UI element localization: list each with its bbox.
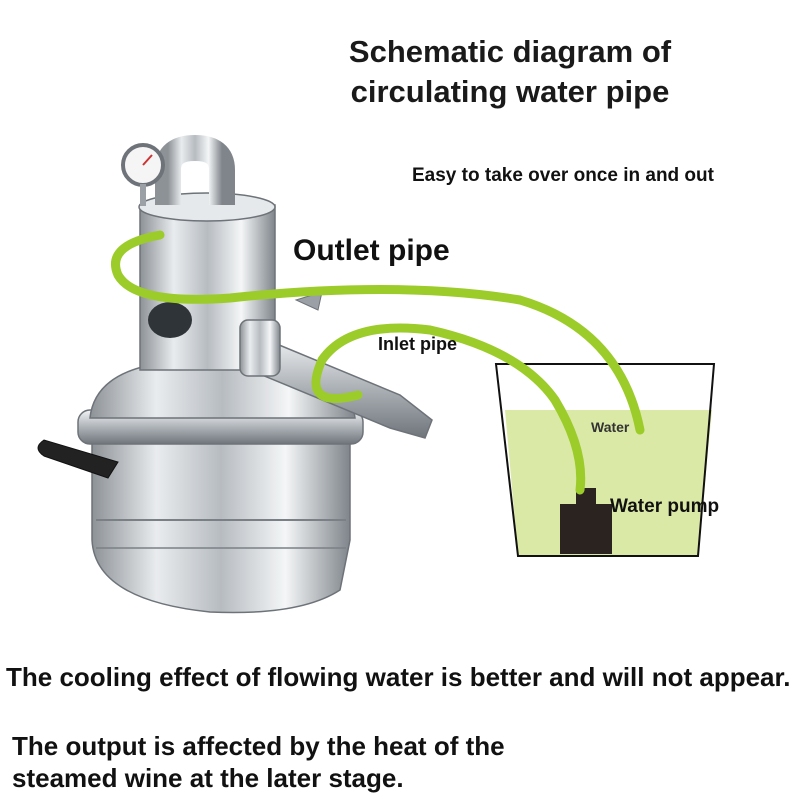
water-pump (560, 504, 612, 554)
inlet-pipe (311, 323, 586, 495)
thermometer-stem (140, 184, 146, 206)
diagram-title: Schematic diagram of circulating water p… (348, 34, 672, 109)
distiller-still (37, 134, 433, 614)
sight-window (148, 302, 192, 338)
water-label: Water (591, 419, 630, 435)
pot-handle (37, 439, 119, 479)
goose-neck-pipe (155, 134, 235, 205)
water-bucket (494, 363, 716, 557)
water-fill (505, 410, 712, 555)
outlet-pipe (111, 230, 645, 435)
thermometer-needle (142, 154, 153, 166)
water-pump-label: Water pump (610, 496, 720, 517)
note-cooling-effect: The cooling effect of flowing water is b… (6, 662, 791, 692)
note-output-heat: The output is affected by the heat of th… (12, 731, 505, 793)
outlet-pipe-label: Outlet pipe (293, 234, 450, 267)
bucket-outline (494, 363, 716, 557)
inlet-pipe-label: Inlet pipe (378, 334, 458, 354)
pot-body (91, 419, 351, 614)
spout-clamp (239, 319, 281, 377)
diagram-subtitle: Easy to take over once in and out (412, 165, 714, 186)
